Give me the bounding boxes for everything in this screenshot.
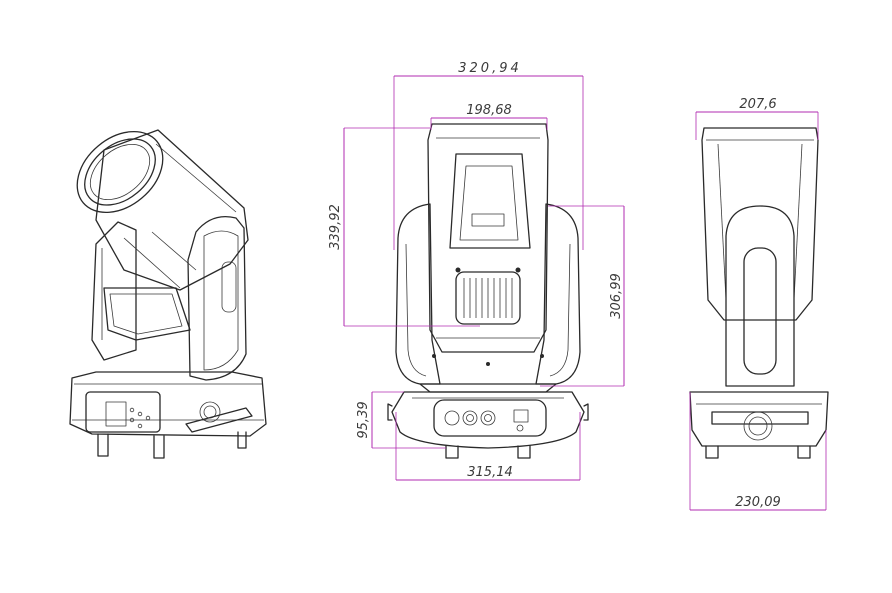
side-view	[689, 127, 829, 459]
dim-base-height: 95,39	[356, 401, 371, 438]
dimension-lines	[343, 75, 827, 511]
dim-side-base-width: 230,09	[735, 495, 781, 510]
isometric-view	[69, 129, 267, 459]
dim-head-width: 198,68	[466, 103, 512, 118]
dim-base-width: 315,14	[467, 465, 513, 480]
dim-head-height: 339,92	[328, 204, 343, 250]
dim-side-head-width: 207,6	[739, 97, 776, 112]
dim-front-total-width: 320,94	[458, 61, 522, 76]
dim-arm-height: 306,99	[609, 273, 624, 319]
dimension-labels: 320,94 198,68 339,92 306,99 95,39 315,14…	[328, 61, 781, 510]
front-view	[387, 123, 589, 459]
